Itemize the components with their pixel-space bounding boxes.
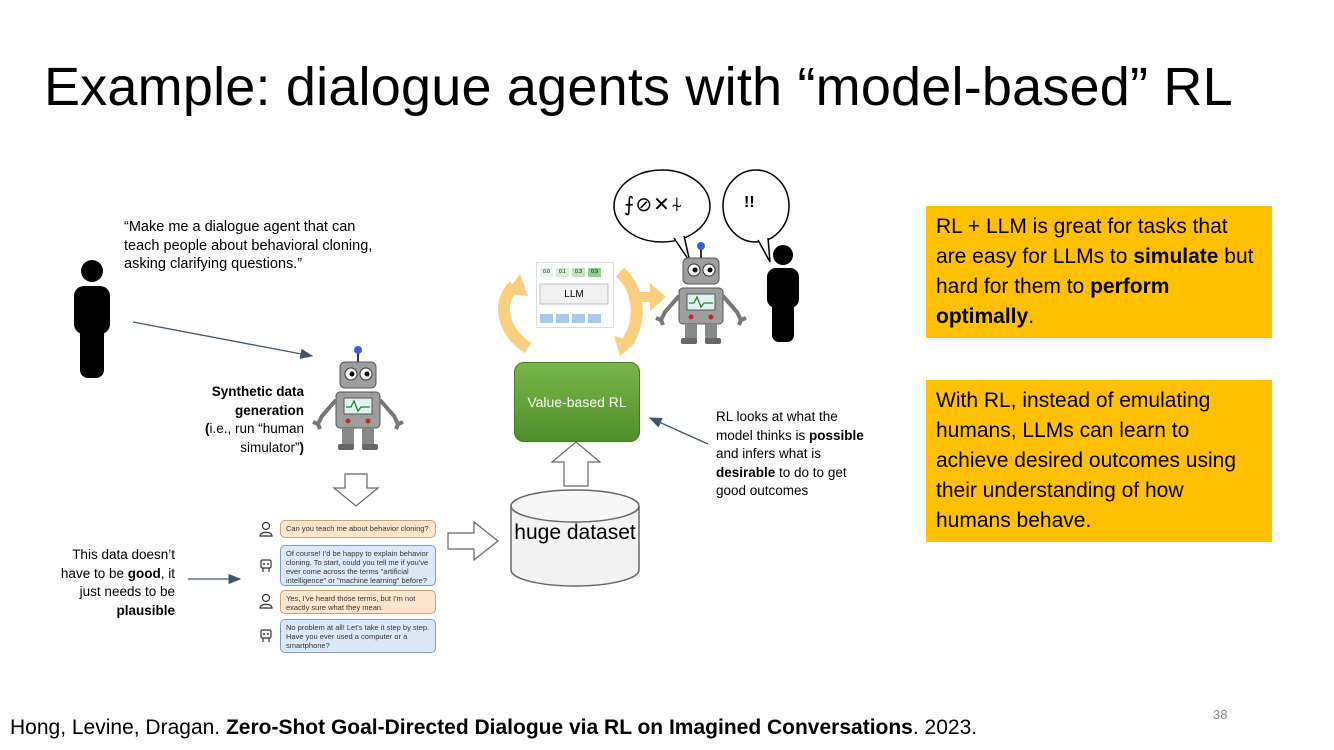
synthetic-line3: i.e., run “human	[209, 421, 304, 436]
callout-simulate-perform: RL + LLM is great for tasks that are eas…	[926, 206, 1272, 338]
callout1-bold1: simulate	[1133, 245, 1219, 268]
rl-note-arrow	[648, 417, 709, 445]
prompt-arrow	[132, 321, 314, 359]
robot-agent-icon	[655, 242, 747, 344]
citation-year: . 2023.	[912, 716, 978, 739]
rl-note-post: to do to get good outcomes	[716, 464, 847, 499]
user-icon	[259, 593, 273, 609]
data-note-good: good	[127, 565, 161, 581]
synthetic-line4: simulator”	[240, 439, 300, 455]
rl-note-pre: RL looks at what the model thinks is	[716, 409, 838, 443]
bubble-glyphs: ⨍⊘✕⍭	[624, 192, 684, 216]
value-based-rl-box: Value-based RL	[514, 362, 640, 442]
prompt-quote: “Make me a dialogue agent that can teach…	[124, 219, 373, 272]
slide-title: Example: dialogue agents with “model-bas…	[44, 57, 1233, 117]
rl-note-mid: and infers what is	[716, 446, 822, 461]
llm-panel-graphic	[536, 262, 614, 328]
human-figure-left-icon	[74, 260, 110, 378]
dataset-cylinder-icon	[510, 489, 640, 587]
synthetic-line2: generation	[234, 402, 304, 418]
llm-score-3: 0.9	[591, 269, 598, 275]
callout1-text1: RL + LLM is great for tasks that are eas…	[936, 215, 1228, 268]
user-icon	[259, 521, 273, 537]
chat-message-agent: No problem at all! Let's take it step by…	[280, 619, 436, 653]
right-block-arrow-icon	[447, 520, 499, 562]
robot-icon	[260, 629, 272, 642]
synthetic-line1: Synthetic data	[211, 384, 304, 399]
data-note-pre: This data doesn’t have to be	[60, 547, 175, 581]
human-figure-right-icon	[767, 245, 799, 342]
chat-message-user: Can you teach me about behavior cloning?	[280, 520, 436, 538]
rl-note: RL looks at what the model thinks is pos…	[716, 408, 876, 501]
rl-note-desirable: desirable	[716, 464, 776, 480]
llm-score-2: 0.3	[575, 269, 582, 275]
rl-note-possible: possible	[809, 427, 864, 443]
callout1-bold2: perform optimally	[936, 275, 1170, 328]
synthetic-data-label: Synthetic data generation (i.e., run “hu…	[190, 383, 304, 457]
speech-bubble-exclaim-icon	[722, 169, 790, 263]
cycle-arrows-icon	[497, 267, 666, 356]
speech-bubble-glyphs-icon	[613, 169, 711, 263]
llm-score-1: 0.1	[559, 269, 566, 275]
llm-label: LLM	[564, 289, 584, 300]
synthetic-paren-open: (	[204, 421, 210, 436]
callout1-text3: .	[1028, 305, 1035, 328]
data-note-plausible: plausible	[116, 602, 175, 618]
citation: Hong, Levine, Dragan. Zero-Shot Goal-Dir…	[10, 716, 977, 740]
page-number: 38	[1213, 707, 1228, 722]
down-block-arrow-icon	[332, 473, 380, 507]
robot-icon	[260, 559, 272, 572]
llm-panel: 0.0 0.1 0.3 0.9 LLM	[536, 262, 614, 328]
callout-rl-outcomes: With RL, instead of emulating humans, LL…	[926, 380, 1272, 542]
dataset-label: huge dataset	[514, 521, 636, 544]
citation-authors: Hong, Levine, Dragan.	[10, 716, 226, 739]
chat-message-agent: Of course! I'd be happy to explain behav…	[280, 545, 436, 586]
chat-message-user: Yes, I've heard those terms, but I'm not…	[280, 590, 436, 614]
bubble-exclaim: !!	[744, 194, 755, 211]
synthetic-paren-close: )	[299, 439, 305, 455]
robot-simulator-icon	[312, 346, 404, 450]
llm-score-0: 0.0	[543, 269, 550, 275]
data-note: This data doesn’t have to be good, it ju…	[40, 546, 175, 620]
citation-paper-title: Zero-Shot Goal-Directed Dialogue via RL …	[225, 716, 913, 739]
callout1-text2: but hard for them to	[936, 245, 1254, 298]
data-note-mid: , it just needs to be	[79, 565, 175, 600]
up-block-arrow-icon	[550, 441, 602, 487]
